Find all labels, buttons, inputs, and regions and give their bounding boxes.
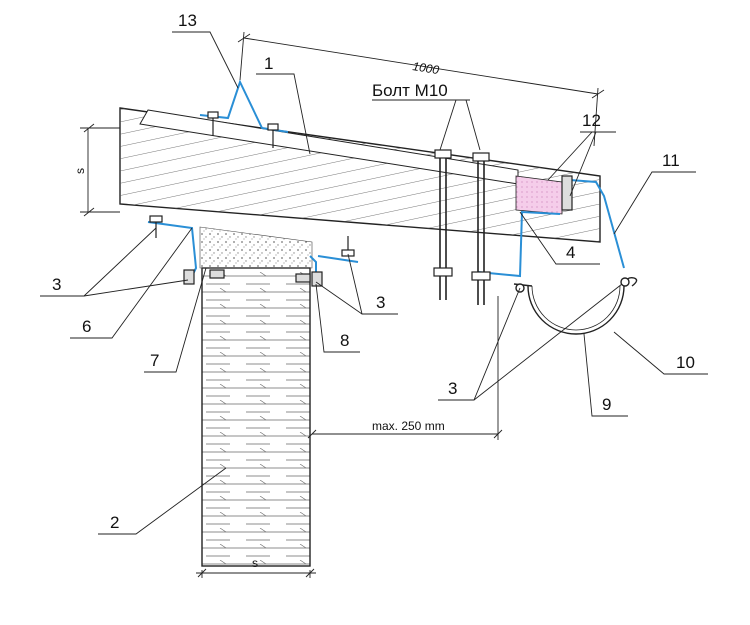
dimension-s-panel bbox=[80, 123, 120, 217]
label-4: 4 bbox=[566, 243, 575, 262]
label-3-bottom: 3 bbox=[448, 379, 457, 398]
label-2: 2 bbox=[110, 513, 119, 532]
label-6: 6 bbox=[82, 317, 91, 336]
roof-panel bbox=[119, 107, 601, 243]
dimension-max-overhang-label: max. 250 mm bbox=[372, 419, 445, 433]
bolt-m10-label: Болт М10 bbox=[372, 81, 448, 100]
label-10: 10 bbox=[676, 353, 695, 372]
label-1: 1 bbox=[264, 54, 273, 73]
gutter bbox=[513, 276, 638, 335]
label-11: 11 bbox=[662, 151, 680, 170]
label-3-left: 3 bbox=[52, 275, 61, 294]
label-8: 8 bbox=[340, 331, 349, 350]
label-13: 13 bbox=[178, 11, 197, 30]
gravel-fill bbox=[199, 226, 313, 269]
leader-lines bbox=[40, 31, 708, 535]
dimension-1000-label: 1000 bbox=[412, 59, 441, 77]
insulation-block bbox=[515, 175, 563, 215]
label-12: 12 bbox=[582, 111, 601, 130]
label-3-right: 3 bbox=[376, 293, 385, 312]
bolts bbox=[149, 111, 573, 305]
dimension-s-wall bbox=[196, 568, 316, 578]
wall bbox=[201, 267, 311, 567]
label-7: 7 bbox=[150, 351, 159, 370]
dimension-s-panel-label: s bbox=[73, 168, 87, 174]
label-9: 9 bbox=[602, 395, 611, 414]
dimension-max-overhang bbox=[307, 296, 503, 440]
dimension-s-wall-label: s bbox=[252, 556, 258, 570]
